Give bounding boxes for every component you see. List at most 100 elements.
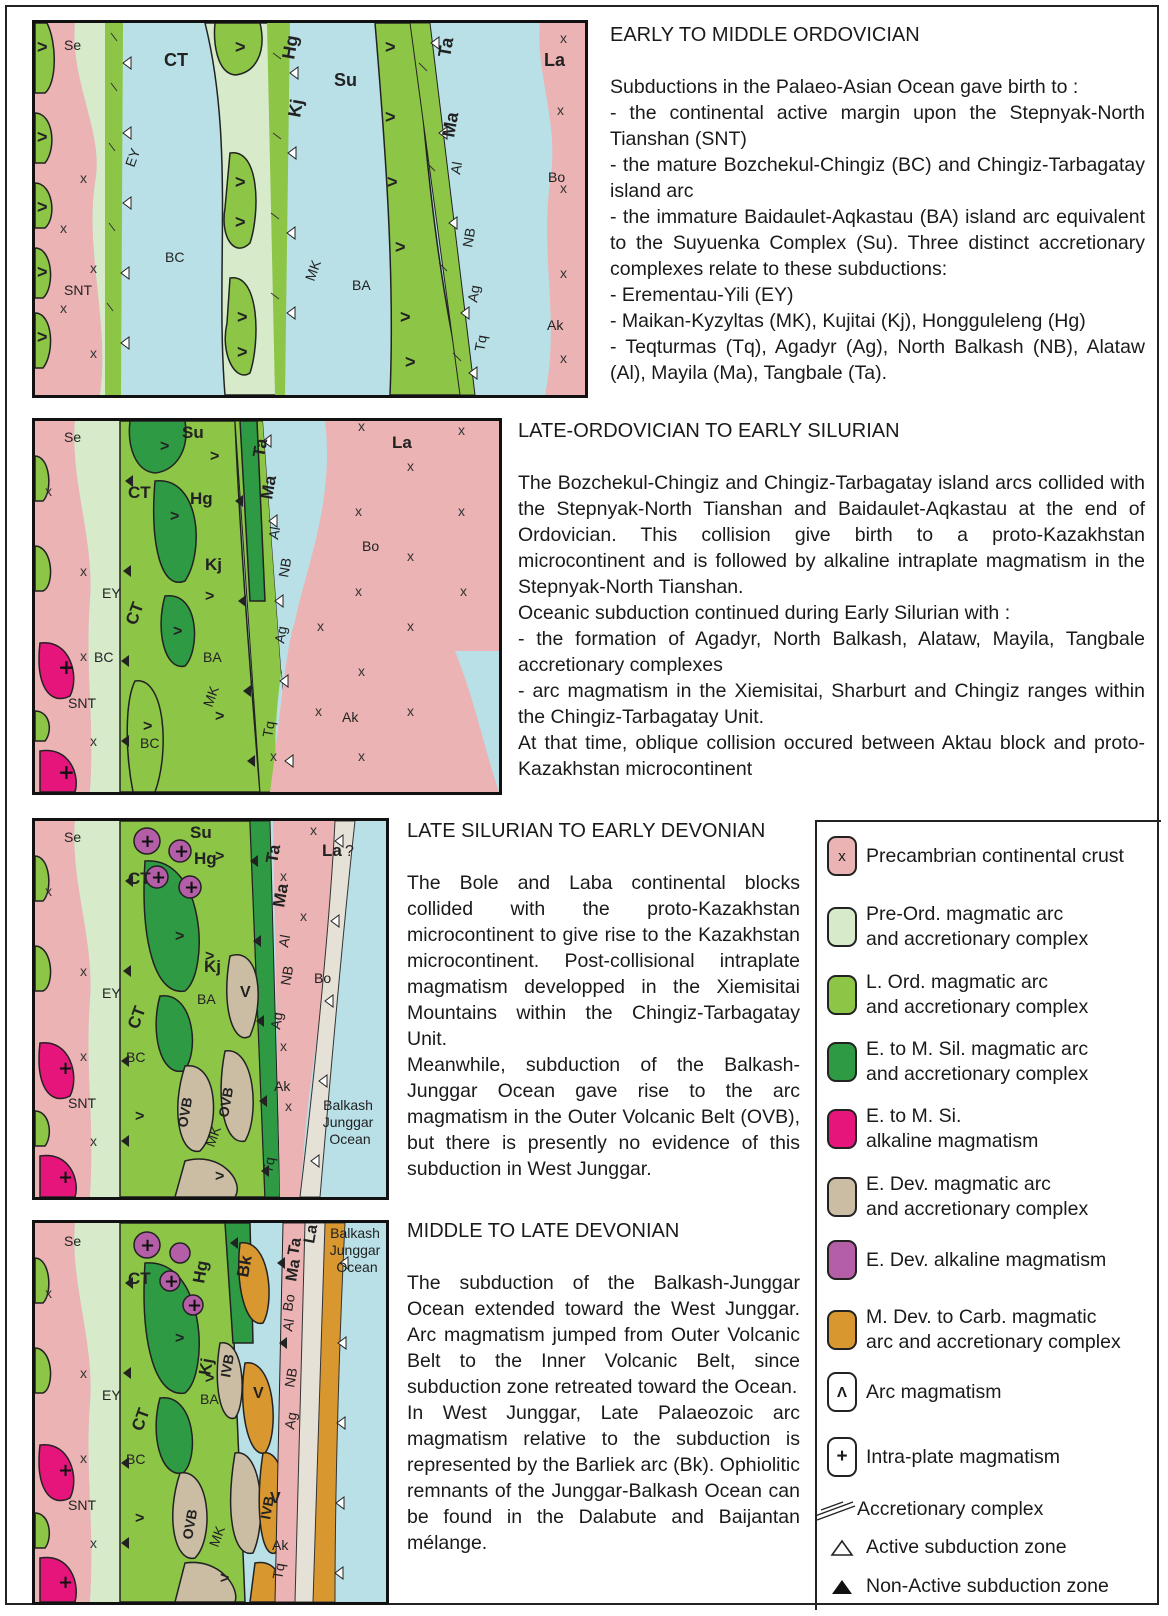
map-label: Ma <box>257 474 280 501</box>
legend-item-accretionary: Accretionary complex <box>813 1497 1043 1522</box>
map-label: NB <box>277 965 296 987</box>
map-label: IVB <box>257 1495 277 1521</box>
legend-swatch <box>827 1310 857 1350</box>
map-label: Se <box>64 429 81 445</box>
ocean-label: Balkash Junggar Ocean <box>323 1097 377 1147</box>
map-label: CT <box>122 599 148 627</box>
panel-3-text: LATE SILURIAN TO EARLY DEVONIAN The Bole… <box>407 818 800 1182</box>
panel-2-text: LATE-ORDOVICIAN TO EARLY SILURIAN The Bo… <box>518 418 1145 782</box>
legend-label: E. Dev. magmatic arc and accretionary co… <box>866 1172 1088 1222</box>
map-label: ? <box>345 843 354 860</box>
paragraph: In West Junggar, Late Palaeozoic arc mag… <box>407 1400 800 1556</box>
legend-swatch <box>827 1240 857 1280</box>
legend-item-pre-ord: Pre-Ord. magmatic arc and accretionary c… <box>827 902 1088 952</box>
map-label: SNT <box>68 1497 96 1513</box>
legend-item-intraplate: + Intra-plate magmatism <box>827 1437 1060 1477</box>
paragraph: Subductions in the Palaeo-Asian Ocean ga… <box>610 74 1145 100</box>
map-label: Ta <box>249 437 271 459</box>
legend-item-sil: E. to M. Sil. magmatic arc and accretion… <box>827 1037 1088 1087</box>
paragraph: Meanwhile, subduction of the Balkash-Jun… <box>407 1052 800 1182</box>
ocean-label-line: Ocean <box>336 1259 377 1275</box>
map-label: Su <box>190 823 212 842</box>
map-label: EY <box>122 145 144 169</box>
panel-title: LATE SILURIAN TO EARLY DEVONIAN <box>407 818 800 844</box>
map-label: Se <box>64 37 81 53</box>
legend-item-precambrian: x Precambrian continental crust <box>827 836 1124 876</box>
ocean-label-line: Junggar <box>323 1114 374 1130</box>
map-label: Hg <box>278 34 302 61</box>
ocean-label: Balkash Junggar Ocean <box>330 1225 384 1275</box>
map-label: SNT <box>64 282 92 298</box>
map-label: Kj <box>204 957 221 976</box>
map-label: EY <box>102 585 121 601</box>
map-label: BA <box>203 649 222 665</box>
map-label: NB <box>281 1367 300 1389</box>
map-label: Tq <box>259 720 278 739</box>
map2-labels: Se Su Ta La CT Hg Ma Kj Al Bo EY CT NB A… <box>32 418 502 795</box>
panel-4-text: MIDDLE TO LATE DEVONIAN The subduction o… <box>407 1218 800 1556</box>
map-label: MK <box>302 257 324 283</box>
map-label: Kj <box>205 555 222 574</box>
map-label: SNT <box>68 1095 96 1111</box>
map3-labels: Se Su Hg Ta La ? CT Ma Al Kj NB Bo EY CT… <box>32 818 389 1200</box>
accretionary-hatch-icon <box>813 1498 857 1522</box>
map-label: Ta <box>434 35 457 59</box>
map-label: Ak <box>272 1537 289 1553</box>
legend-label: Intra-plate magmatism <box>866 1445 1060 1470</box>
map-label: Ma <box>283 1258 304 1283</box>
legend-swatch <box>827 1177 857 1217</box>
legend-swatch: x <box>827 836 857 876</box>
map-label: Su <box>182 423 204 442</box>
ocean-label-line: Balkash <box>330 1225 380 1241</box>
map-label: Bo <box>279 1293 298 1313</box>
paragraph: The subduction of the Balkash-Junggar Oc… <box>407 1270 800 1400</box>
paragraph: - the immature Baidaulet-Aqkastau (BA) i… <box>610 204 1145 282</box>
map-label: Al <box>279 1317 297 1332</box>
map-label: BC <box>165 249 184 265</box>
map-label: CT <box>124 1003 150 1031</box>
map-label: La <box>301 1223 321 1244</box>
legend-label: Accretionary complex <box>857 1497 1043 1522</box>
map-label: Ag <box>271 625 290 645</box>
legend-label: Active subduction zone <box>866 1535 1067 1560</box>
map-label: Ak <box>342 709 359 725</box>
map-label: CT <box>128 1269 151 1288</box>
paragraph: - the continental active margin upon the… <box>610 100 1145 152</box>
map-label: Hg <box>190 489 213 508</box>
legend-label: Arc magmatism <box>866 1380 1001 1405</box>
map-label: BC <box>140 735 159 751</box>
legend-label: Precambrian continental crust <box>866 844 1124 869</box>
map-label: OVB <box>174 1096 195 1129</box>
map-label: BC <box>126 1451 145 1467</box>
map-label: MK <box>206 1523 228 1549</box>
paragraph: - the mature Bozchekul-Chingiz (BC) and … <box>610 152 1145 204</box>
map-label: Ma <box>438 110 462 139</box>
map-label: Bo <box>314 970 331 986</box>
paragraph: - the formation of Agadyr, North Balkash… <box>518 626 1145 678</box>
map-label: Bk <box>233 1253 256 1278</box>
legend-swatch <box>827 1109 857 1149</box>
filled-triangle-icon <box>827 1576 857 1598</box>
map-label: Kj <box>195 1357 217 1377</box>
map-label: CT <box>128 1405 154 1433</box>
open-triangle-icon <box>827 1537 857 1559</box>
map-label: Al <box>265 525 283 540</box>
map-label: Hg <box>189 1259 212 1285</box>
paragraph: Oceanic subduction continued during Earl… <box>518 600 1145 626</box>
legend-item-non-active-subduction: Non-Active subduction zone <box>827 1574 1109 1599</box>
panel-title: MIDDLE TO LATE DEVONIAN <box>407 1218 800 1244</box>
legend-item-arc-magmatism: Λ Arc magmatism <box>827 1372 1001 1412</box>
map-label: CT <box>128 869 151 888</box>
map-label: Hg <box>194 849 217 868</box>
paragraph: - Erementau-Yili (EY) <box>610 282 1145 308</box>
ocean-label-line: Ocean <box>329 1131 370 1147</box>
map1-labels: Se CT Hg Su Ta La EY Kj Ma Al Bo NB BC M… <box>32 20 588 398</box>
map-label: La <box>322 841 342 860</box>
map-label: BA <box>352 277 371 293</box>
panel-1-text: EARLY TO MIDDLE ORDOVICIAN Subductions i… <box>610 22 1145 386</box>
legend-label: E. to M. Sil. magmatic arc and accretion… <box>866 1037 1088 1087</box>
map-label: Al <box>275 933 293 948</box>
map-label: La <box>392 433 412 452</box>
legend: x Precambrian continental crust Pre-Ord.… <box>815 820 1161 1610</box>
map-label: OVB <box>215 1086 236 1119</box>
